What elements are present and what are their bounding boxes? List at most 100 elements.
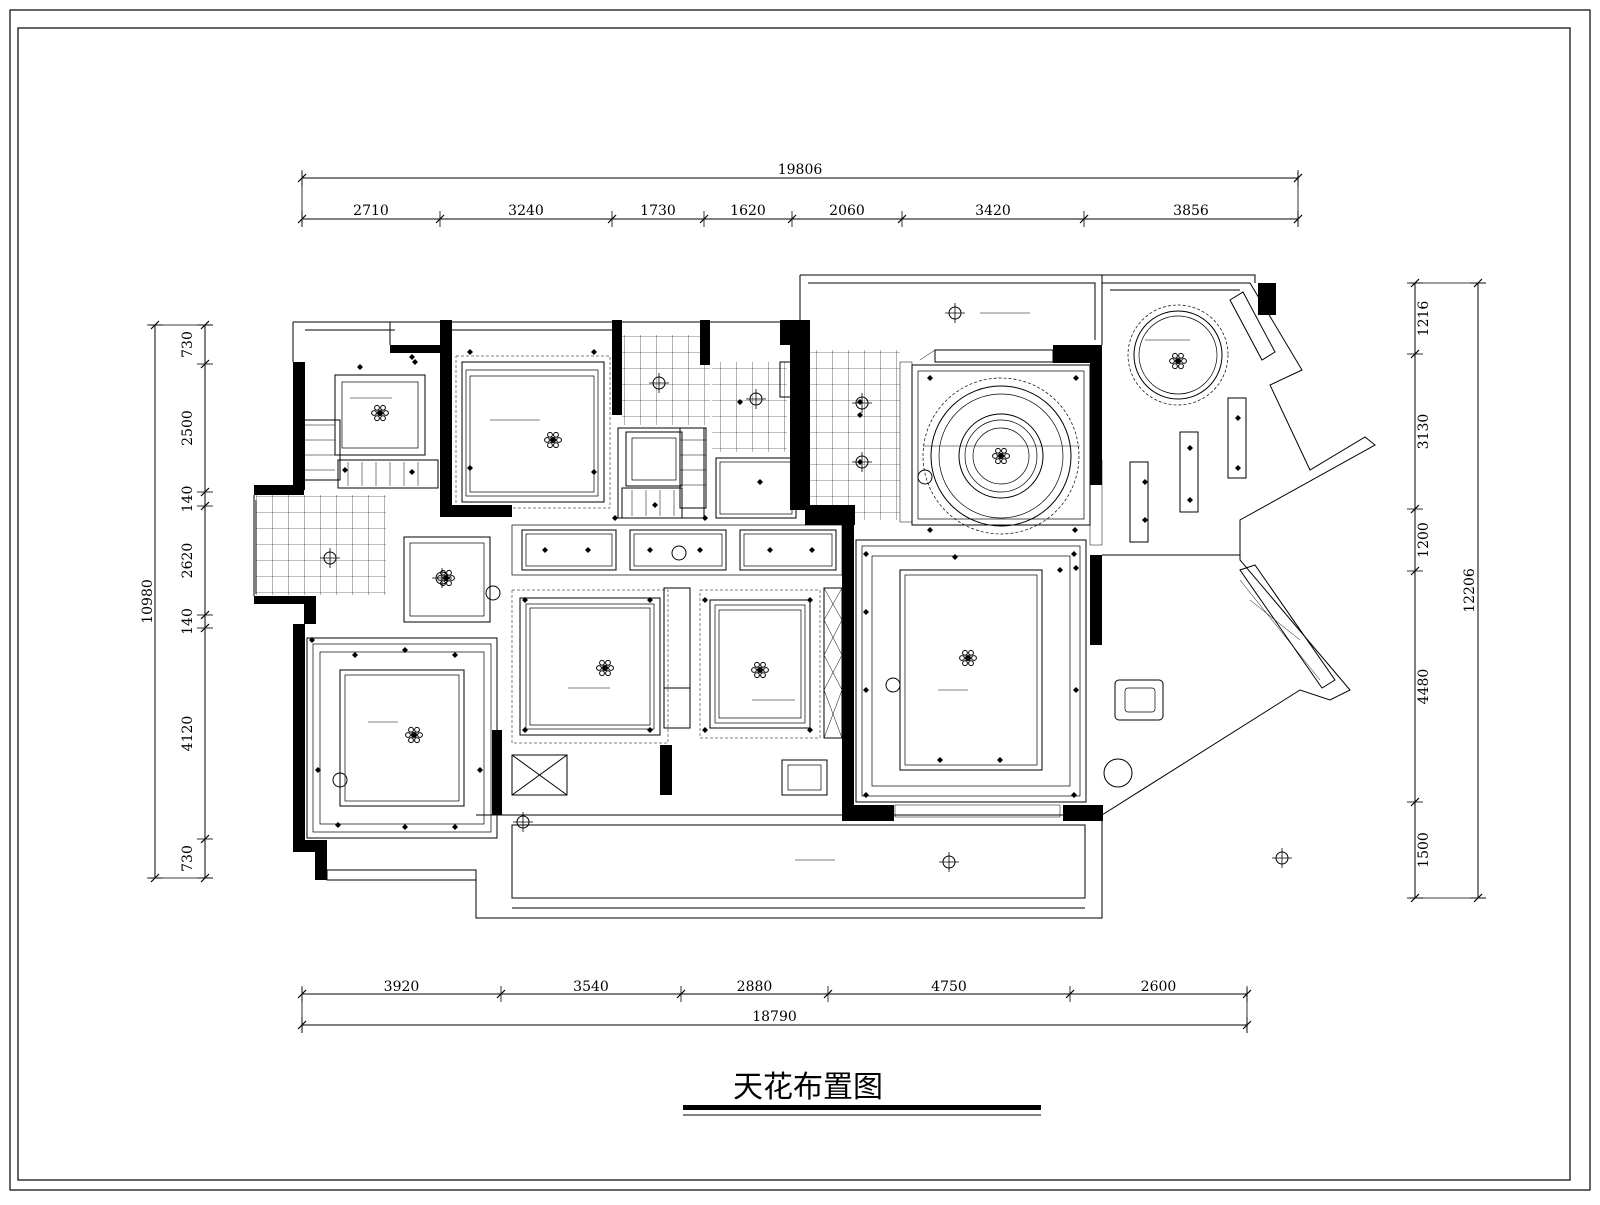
downlight-icon <box>939 852 959 872</box>
dimension-segment: 4120 <box>180 716 196 752</box>
downlight-icon <box>513 812 533 832</box>
light-spot-icon <box>863 609 869 615</box>
light-spot-icon <box>1235 465 1241 471</box>
light-spot-icon <box>1071 551 1077 557</box>
wall <box>1258 283 1276 315</box>
dimension-segment: 2060 <box>829 203 865 219</box>
dimension-total: 19806 <box>778 162 823 178</box>
light-spot-icon <box>857 412 863 418</box>
outline <box>292 321 780 362</box>
light-spot-icon <box>1142 517 1148 523</box>
ceiling-panel-bedroom-small <box>334 374 426 456</box>
light-fixtures <box>309 303 1292 872</box>
outline <box>799 274 1103 345</box>
dimension-segment: 1200 <box>1416 522 1432 558</box>
light-spot-icon <box>1072 527 1078 533</box>
outline <box>253 495 257 596</box>
ceiling-panel-living <box>855 539 1087 818</box>
dimension-total: 10980 <box>140 579 156 624</box>
dimension-segment: 1620 <box>730 203 766 219</box>
section-marker-icon <box>485 585 501 601</box>
light-spot-icon <box>863 551 869 557</box>
light-spot-icon <box>591 469 597 475</box>
light-spot-icon <box>522 727 528 733</box>
light-spot-icon <box>952 554 958 560</box>
wall <box>790 345 810 510</box>
light-spot-icon <box>863 687 869 693</box>
dimension-segment: 3130 <box>1416 414 1432 450</box>
dimension-segment: 1730 <box>640 203 676 219</box>
downlight-icon <box>649 373 669 393</box>
title-underline <box>683 1105 1041 1110</box>
outer-frame <box>9 9 1591 1191</box>
wall <box>660 745 672 795</box>
light-spot-icon <box>409 469 415 475</box>
section-marker-icon <box>917 469 933 485</box>
dimension-segment: 2500 <box>180 410 196 446</box>
dimension-segment: 2620 <box>180 543 196 579</box>
wall <box>1090 345 1102 485</box>
wall <box>1090 555 1102 645</box>
dimension-segment: 2880 <box>737 979 773 995</box>
chandelier-icon <box>596 659 614 677</box>
dimension-segment: 730 <box>180 845 196 872</box>
ceiling-panel-balcony <box>1127 291 1336 689</box>
chandelier-icon <box>992 447 1010 465</box>
dimension-segment: 1216 <box>1416 301 1432 337</box>
dimension-segment: 2600 <box>1141 979 1177 995</box>
light-spot-icon <box>997 757 1003 763</box>
dimension-segment: 140 <box>180 486 196 513</box>
wall <box>315 840 327 880</box>
chandelier-icon <box>751 661 769 679</box>
light-spot-icon <box>342 467 348 473</box>
floor-plan <box>253 274 1376 919</box>
light-spot-icon <box>652 502 658 508</box>
light-spot-icon <box>1073 687 1079 693</box>
light-spot-icon <box>467 349 473 355</box>
downlight-icon <box>320 548 340 568</box>
downlight-icon <box>945 303 965 323</box>
wall <box>700 320 710 365</box>
drawing-title: 天花布置图 <box>733 1070 883 1105</box>
dimension-segment: 3240 <box>508 203 544 219</box>
light-spot-icon <box>612 515 618 521</box>
dimension-segment: 3920 <box>384 979 420 995</box>
light-spot-icon <box>315 767 321 773</box>
ceiling-panel-kitchen <box>617 427 705 519</box>
room-label-marks <box>350 312 1190 861</box>
dimension-segment: 4750 <box>931 979 967 995</box>
light-spot-icon <box>1057 567 1063 573</box>
dimension-segment: 1500 <box>1416 832 1432 868</box>
light-spot-icon <box>927 375 933 381</box>
ceiling-panel-lounge <box>899 361 1103 546</box>
light-spot-icon <box>857 399 863 405</box>
ceiling-panel-dining <box>511 589 669 744</box>
section-marker-icon <box>885 677 901 693</box>
wall <box>780 320 810 345</box>
ceiling-panel-top-corridor <box>299 349 1054 519</box>
dimension-segment: 2710 <box>353 203 389 219</box>
light-spot-icon <box>542 547 548 553</box>
light-spot-icon <box>352 652 358 658</box>
wall <box>842 805 894 821</box>
wall <box>254 485 304 495</box>
chandelier-icon <box>1169 352 1187 370</box>
light-spot-icon <box>1073 375 1079 381</box>
light-spot-icon <box>1235 415 1241 421</box>
light-spot-icon <box>452 824 458 830</box>
ceiling-panel-study <box>699 589 821 739</box>
tile-area-entry <box>256 495 386 595</box>
chandelier-icon <box>959 649 977 667</box>
light-spot-icon <box>1071 792 1077 798</box>
light-spot-icon <box>702 597 708 603</box>
downlight-icon <box>1272 848 1292 868</box>
ceiling-panel-bedroom-left <box>306 637 498 839</box>
light-spot-icon <box>357 364 363 370</box>
tile-area-bath <box>712 362 787 452</box>
light-spot-icon <box>1073 565 1079 571</box>
section-marker-icon <box>671 545 687 561</box>
downlight-icon <box>852 393 872 413</box>
light-spot-icon <box>807 597 813 603</box>
